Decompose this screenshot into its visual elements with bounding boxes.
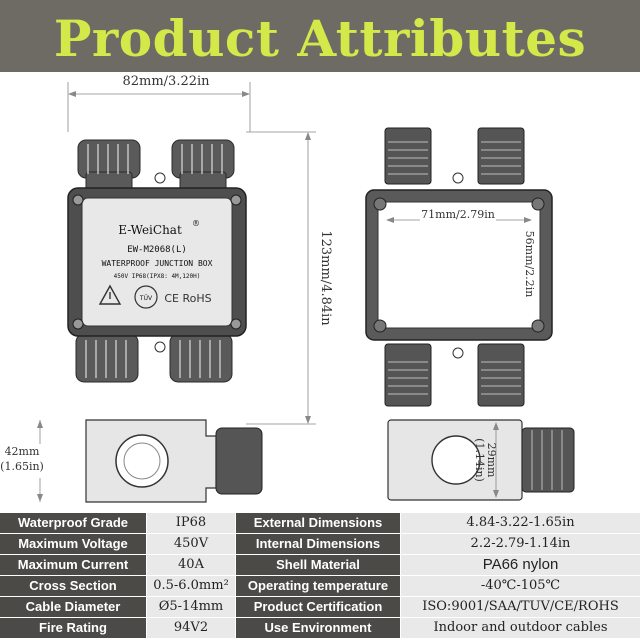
spec-row: Maximum Current 40A Shell Material PA66 … (0, 554, 640, 575)
spec-label: External Dimensions (236, 513, 400, 533)
spec-value: 0.5-6.0mm² (147, 576, 235, 596)
rating-label: 450V IP68(IPX8: 4M,120H) (114, 273, 201, 280)
spec-value: 450V (147, 534, 235, 554)
spec-value: PA66 nylon (401, 555, 640, 575)
spec-label: Shell Material (236, 555, 400, 575)
height-dimension-label: 123mm/4.84in (318, 230, 333, 326)
spec-table: Waterproof Grade IP68 External Dimension… (0, 512, 640, 640)
certification-marks: CE RoHS (164, 292, 211, 305)
spec-label: Use Environment (236, 618, 400, 638)
spec-value: 94V2 (147, 618, 235, 638)
registered-mark: ® (192, 219, 200, 228)
title-banner: Product Attributes (0, 0, 640, 72)
inner-depth-dimension-label-in: (1.14in) (473, 438, 486, 482)
side-view-drawing: 42mm (1.65in) (0, 419, 263, 503)
spec-row: Fire Rating 94V2 Use Environment Indoor … (0, 617, 640, 638)
front-view-drawing: 82mm/3.22in 123mm/4.84in (67, 72, 333, 425)
svg-text:TÜV: TÜV (139, 295, 153, 302)
spec-row: Cable Diameter Ø5-14mm Product Certifica… (0, 596, 640, 617)
inner-depth-dimension-label: 29mm (485, 443, 498, 478)
spec-value: IP68 (147, 513, 235, 533)
spec-label: Cross Section (0, 576, 146, 596)
technical-drawings: 82mm/3.22in 123mm/4.84in (0, 72, 575, 503)
spec-row: Cross Section 0.5-6.0mm² Operating tempe… (0, 575, 640, 596)
spec-value: Ø5-14mm (147, 597, 235, 617)
spec-row: Maximum Voltage 450V Internal Dimensions… (0, 533, 640, 554)
spec-value: 2.2-2.79-1.14in (401, 534, 640, 554)
width-dimension-label: 82mm/3.22in (122, 74, 210, 89)
spec-label: Internal Dimensions (236, 534, 400, 554)
spec-value: 4.84-3.22-1.65in (401, 513, 640, 533)
spec-label: Operating temperature (236, 576, 400, 596)
product-label: WATERPROOF JUNCTION BOX (102, 259, 213, 268)
spec-label: Waterproof Grade (0, 513, 146, 533)
brand-label: E-WeiChat (118, 223, 182, 237)
spec-label: Maximum Voltage (0, 534, 146, 554)
spec-label: Maximum Current (0, 555, 146, 575)
spec-label: Fire Rating (0, 618, 146, 638)
model-label: EW-M2068(L) (127, 245, 187, 255)
depth-dimension-label-in: (1.65in) (0, 460, 44, 473)
spec-label: Product Certification (236, 597, 400, 617)
inner-height-dimension-label: 56mm/2.2in (523, 231, 536, 298)
inner-width-dimension-label: 71mm/2.79in (421, 208, 495, 221)
spec-row: Waterproof Grade IP68 External Dimension… (0, 512, 640, 533)
page-title: Product Attributes (53, 9, 587, 68)
warning-triangle-icon (98, 284, 122, 305)
spec-value: ISO:9001/SAA/TUV/CE/ROHS (401, 597, 640, 617)
tuv-badge-icon: TÜV (134, 285, 158, 309)
depth-dimension-label: 42mm (5, 445, 40, 458)
spec-value: Indoor and outdoor cables (401, 618, 640, 638)
inside-view-drawing: 71mm/2.79in 56mm/2.2in (365, 127, 553, 407)
spec-value: 40A (147, 555, 235, 575)
inside-side-view-drawing: 29mm (1.14in) (387, 419, 575, 501)
spec-label: Cable Diameter (0, 597, 146, 617)
spec-value: -40℃-105℃ (401, 576, 640, 596)
